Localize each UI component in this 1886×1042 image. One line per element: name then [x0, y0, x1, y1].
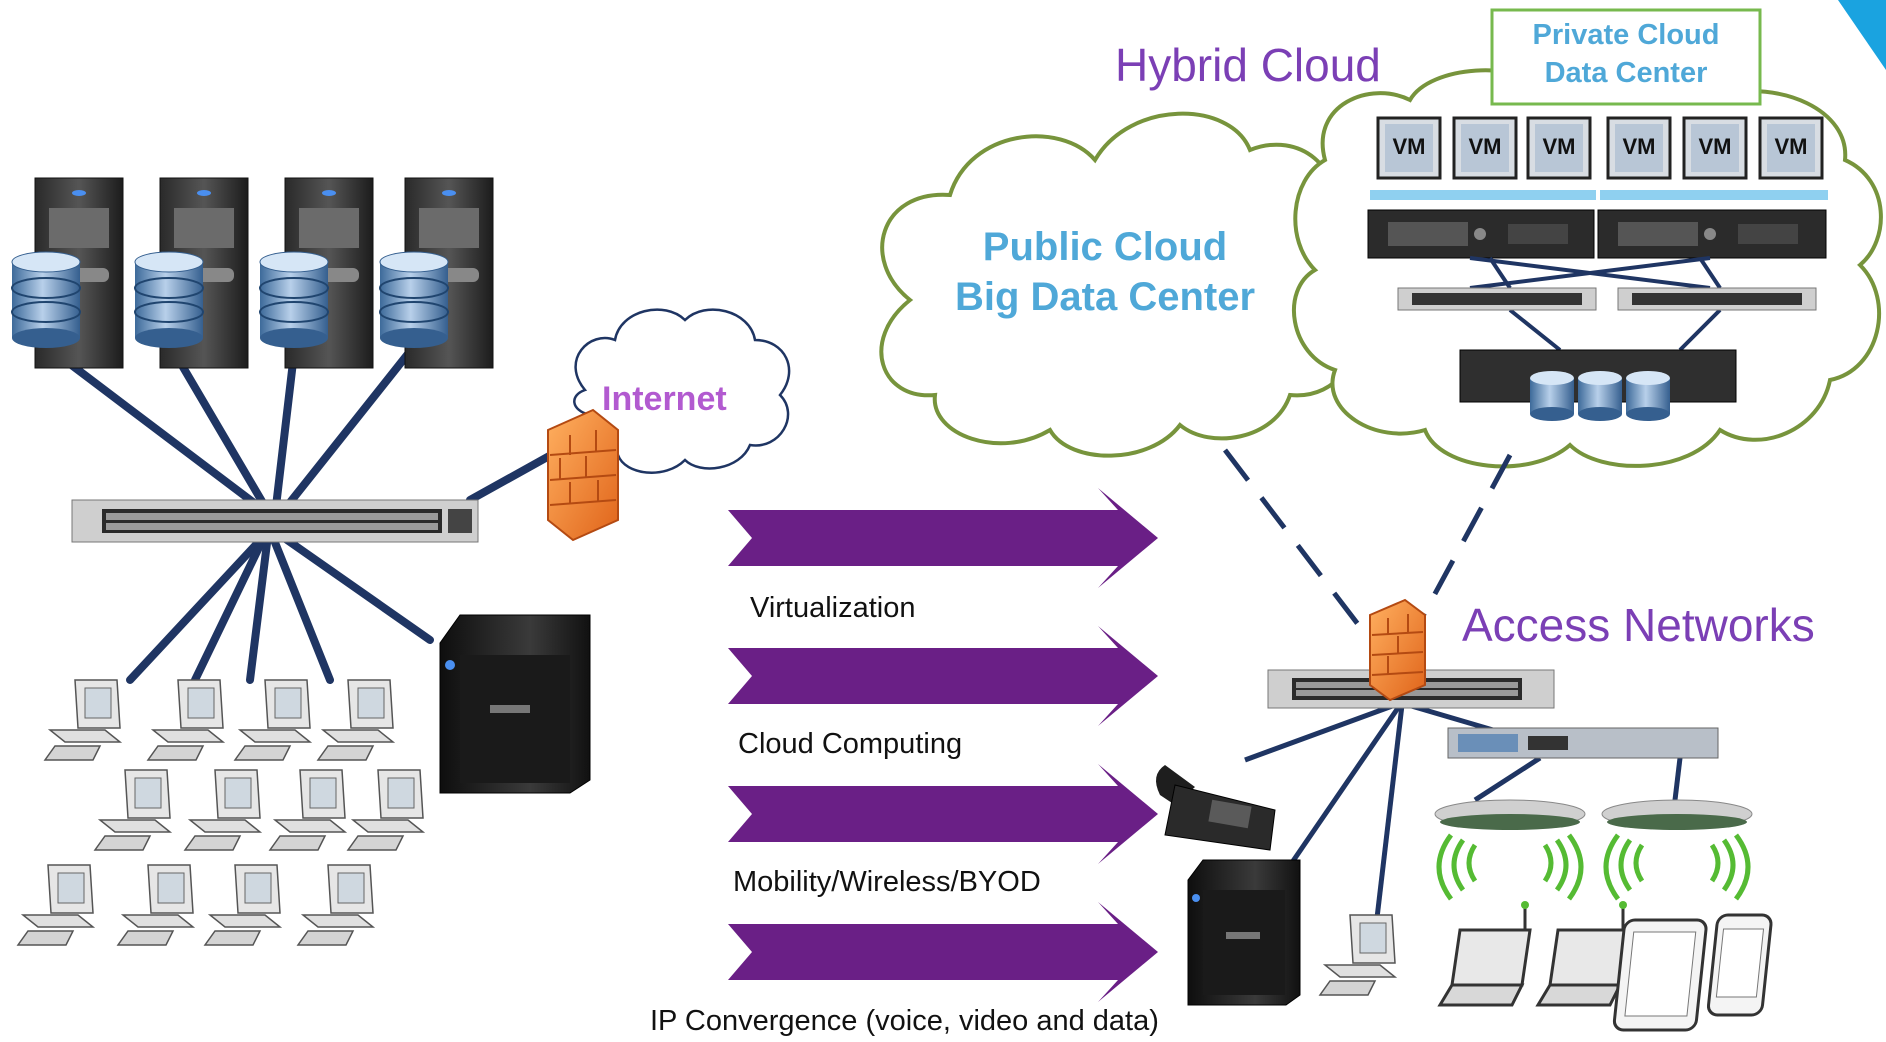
access-point-icon	[1601, 799, 1753, 901]
step-label-ip-convergence: IP Convergence (voice, video and data)	[650, 1005, 1159, 1037]
arrow-icon	[728, 764, 1158, 864]
smartphone-icon	[1706, 913, 1773, 1017]
workstation-group	[16, 679, 426, 946]
vm-label: VM	[1542, 134, 1576, 159]
network-switch-icon	[1617, 287, 1817, 311]
pc-icon	[296, 864, 376, 946]
database-icon	[259, 251, 329, 348]
pc-icon	[203, 864, 283, 946]
step-label-virtualization: Virtualization	[750, 592, 916, 624]
step-label-mobility: Mobility/Wireless/BYOD	[733, 866, 1041, 898]
private-cloud-links	[1469, 256, 1722, 352]
pc-icon	[16, 864, 96, 946]
public-cloud-label-line1: Public Cloud	[982, 225, 1228, 269]
vm-label: VM	[1622, 134, 1656, 159]
laptop-icon	[1437, 901, 1532, 1007]
pc-icon	[233, 679, 313, 761]
cloud-access-links	[1223, 448, 1513, 642]
private-cloud-label-box	[1490, 8, 1762, 106]
private-cloud-label-line2: Data Center	[1544, 57, 1708, 89]
private-cloud-label: Private Cloud Data Center	[1492, 16, 1760, 92]
access-networks-label: Access Networks	[1462, 599, 1815, 651]
rack-server-icon	[1367, 209, 1595, 259]
laptop-icon	[1535, 901, 1630, 1007]
vm-label: VM	[1468, 134, 1502, 159]
arrow-icon	[728, 902, 1158, 1002]
pc-icon	[183, 769, 263, 851]
rack-server-icon	[1597, 209, 1827, 259]
hypervisor-bar	[1600, 190, 1828, 200]
firewall-icon	[547, 408, 619, 542]
lan-cables	[41, 341, 564, 684]
vm-group	[1376, 116, 1824, 180]
firewall-icon	[1369, 598, 1426, 702]
arrow-icon	[728, 488, 1158, 588]
public-cloud-label-line2: Big Data Center	[954, 275, 1256, 319]
step-label-cloud-computing: Cloud Computing	[738, 728, 963, 760]
vm-label: VM	[1774, 134, 1808, 159]
transition-arrows	[728, 488, 1158, 1002]
hypervisor-bar	[1370, 190, 1596, 200]
internet-label: Internet	[602, 380, 727, 418]
hybrid-cloud-label: Hybrid Cloud	[1115, 39, 1381, 91]
pc-icon	[316, 679, 396, 761]
access-point-icon	[1434, 799, 1586, 901]
pc-icon	[93, 769, 173, 851]
vm-label: VM	[1392, 134, 1426, 159]
database-icon	[134, 251, 204, 348]
pc-icon	[268, 769, 348, 851]
pc-icon	[1318, 914, 1398, 996]
private-cloud-label-line1: Private Cloud	[1532, 19, 1720, 51]
nas-storage-icon	[439, 614, 591, 794]
storage-array-icon	[1459, 349, 1737, 421]
network-switch-icon	[71, 499, 479, 543]
pc-icon	[146, 679, 226, 761]
arrow-icon	[728, 626, 1158, 726]
database-icon	[11, 251, 81, 348]
access-cables	[1244, 702, 1683, 936]
nas-storage-icon	[1187, 859, 1301, 1006]
ip-phone-icon	[1156, 765, 1276, 851]
database-icon	[379, 251, 449, 348]
pc-icon	[43, 679, 123, 761]
public-cloud-label: Public Cloud Big Data Center	[930, 222, 1280, 322]
wireless-controller-icon	[1447, 727, 1719, 759]
server-rack-group	[11, 177, 494, 369]
pc-icon	[116, 864, 196, 946]
pc-icon	[346, 769, 426, 851]
vm-label: VM	[1698, 134, 1732, 159]
tablet-icon	[1612, 918, 1708, 1032]
network-switch-icon	[1397, 287, 1597, 311]
corner-accent	[1838, 0, 1886, 70]
